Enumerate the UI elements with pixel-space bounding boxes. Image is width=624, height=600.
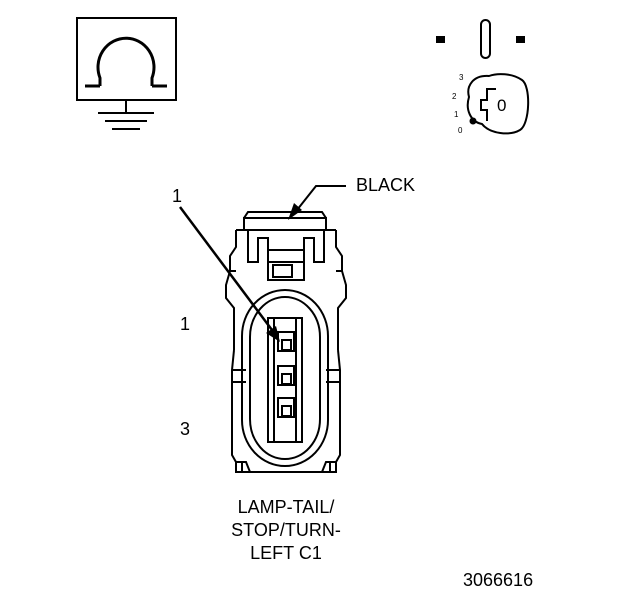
ignition-key-label: 0 (497, 96, 506, 115)
connector-name-line-3: LEFT C1 (250, 543, 322, 563)
ohmmeter-ground-icon (76, 17, 177, 130)
pin-label-top: 1 (180, 314, 191, 334)
connector-color-label: BLACK (356, 175, 416, 195)
color-callout-leader (288, 185, 346, 220)
connector-name-line-2: STOP/TURN- (231, 520, 341, 540)
connector-body (225, 211, 347, 473)
ignition-position-2: 2 (452, 92, 457, 101)
pin-label-bottom: 3 (180, 419, 191, 439)
ignition-position-3: 3 (459, 73, 464, 82)
ignition-position-1: 1 (454, 110, 459, 119)
connector-name: LAMP-TAIL/ STOP/TURN- LEFT C1 (170, 496, 402, 565)
ignition-position-0: 0 (458, 126, 463, 135)
ignition-switch-off-icon: 3 2 1 0 0 (436, 19, 530, 135)
connector-name-line-1: LAMP-TAIL/ (237, 497, 335, 517)
pin-callout-number: 1 (172, 186, 183, 206)
figure-id: 3066616 (463, 570, 534, 590)
